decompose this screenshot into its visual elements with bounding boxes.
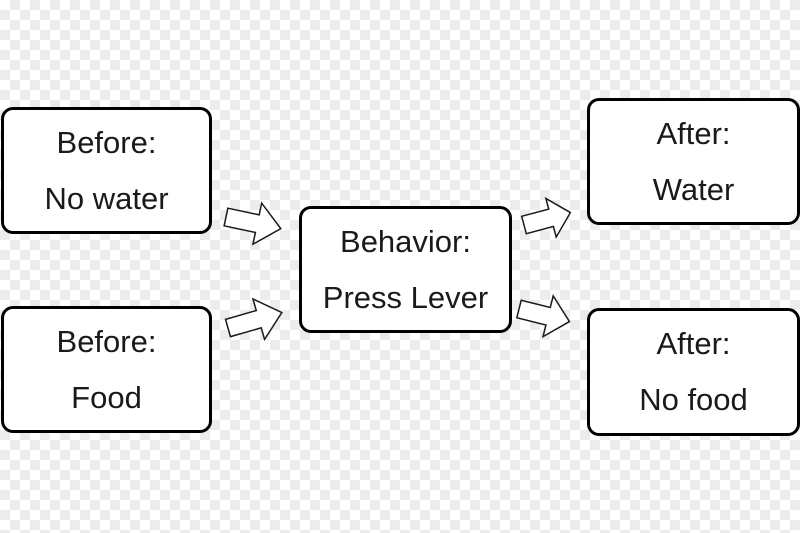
block-arrow-icon	[223, 201, 282, 246]
behavior-heading: Behavior:	[340, 223, 471, 259]
arrow-behavior-to-after-food	[515, 293, 571, 339]
before-food-heading: Before:	[56, 323, 157, 359]
before-food-text: Food	[71, 379, 142, 415]
block-arrow-icon	[520, 196, 572, 240]
after-water-heading: After:	[656, 115, 731, 151]
after-no-food-text: No food	[639, 382, 748, 417]
arrow-behavior-to-after-water	[520, 196, 572, 240]
before-food-box: Before: Food	[1, 306, 212, 433]
after-no-food-box: After: No food	[587, 308, 800, 436]
after-water-box: After: Water	[587, 98, 800, 225]
after-water-text: Water	[652, 171, 735, 207]
arrow-before-food-to-behavior	[224, 297, 283, 342]
before-no-water-text: No water	[44, 180, 169, 216]
block-arrow-icon	[515, 293, 571, 339]
after-no-food-heading: After:	[656, 326, 731, 361]
behavior-text: Press Lever	[322, 279, 489, 315]
arrow-before-water-to-behavior	[223, 201, 282, 246]
before-no-water-box: Before: No water	[1, 107, 212, 234]
before-no-water-heading: Before:	[56, 124, 157, 160]
block-arrow-icon	[224, 297, 283, 342]
behavior-box: Behavior: Press Lever	[299, 206, 512, 333]
